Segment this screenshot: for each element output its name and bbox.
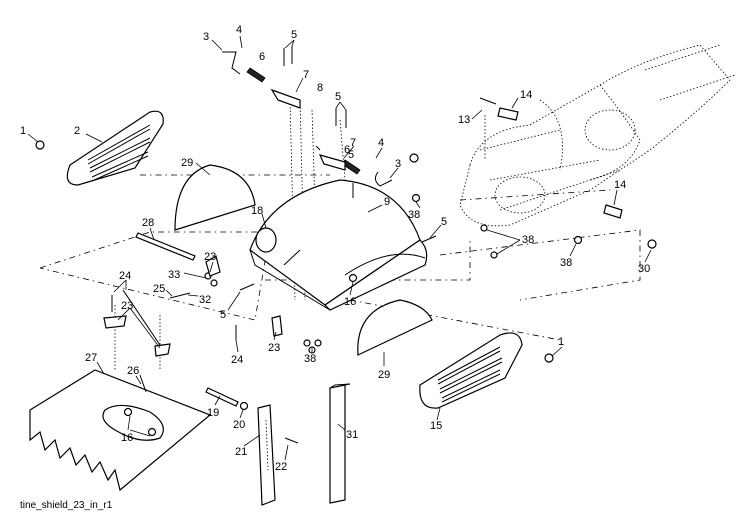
callout-14: 14 [614, 179, 626, 191]
callout-2: 2 [74, 125, 80, 137]
callout-5: 5 [335, 91, 341, 103]
callout-23: 23 [268, 342, 280, 354]
bracket-upper [270, 88, 301, 109]
callout-8: 8 [317, 82, 323, 94]
callout-22: 22 [275, 461, 287, 473]
callout-7: 7 [350, 137, 356, 149]
callout-29: 29 [181, 157, 193, 169]
callout-16: 16 [121, 432, 133, 444]
callout-24: 24 [231, 354, 243, 366]
callout-labels: 1 1 2 3 3 4 4 5 5 5 5 5 6 6 7 7 8 9 13 [20, 24, 652, 473]
callout-5: 5 [441, 216, 447, 228]
callout-31: 31 [346, 429, 358, 441]
pin [205, 387, 239, 407]
callout-1: 1 [558, 336, 564, 348]
callout-6: 6 [259, 51, 265, 63]
latch-upper [222, 51, 241, 75]
callout-23: 23 [204, 251, 216, 263]
callout-25: 25 [153, 283, 165, 295]
callout-5: 5 [220, 309, 226, 321]
callout-27: 27 [85, 352, 97, 364]
shield-plate-right [419, 332, 523, 409]
callout-4: 4 [378, 137, 384, 149]
callout-14: 14 [520, 89, 532, 101]
callout-33: 33 [168, 269, 180, 281]
rod [135, 232, 196, 261]
callout-28: 28 [142, 217, 154, 229]
callout-38: 38 [408, 209, 420, 221]
callout-32: 32 [199, 294, 211, 306]
depth-bar [257, 404, 276, 506]
bracket-14-upper [497, 107, 519, 121]
callout-38: 38 [304, 353, 316, 365]
shield-plate-left [66, 110, 164, 186]
callout-18: 18 [251, 205, 263, 217]
latch-lower [374, 171, 393, 187]
callout-38: 38 [522, 234, 534, 246]
spring-upper [246, 67, 266, 83]
callout-13: 13 [458, 114, 470, 126]
tine-shield [249, 179, 428, 311]
callout-6: 6 [344, 144, 350, 156]
transmission-housing [459, 44, 736, 227]
flap-right [357, 299, 433, 356]
bottom-flap [29, 369, 212, 492]
callout-15: 15 [430, 420, 442, 432]
callout-21: 21 [235, 446, 247, 458]
callout-19: 19 [207, 407, 219, 419]
callout-26: 26 [127, 365, 139, 377]
callout-24: 24 [119, 270, 131, 282]
bracket-14-lower [603, 204, 623, 219]
callout-7: 7 [303, 69, 309, 81]
callout-16: 16 [344, 296, 356, 308]
callout-3: 3 [203, 31, 209, 43]
callout-9: 9 [384, 196, 390, 208]
callout-30: 30 [638, 263, 650, 275]
callout-3: 3 [395, 158, 401, 170]
callout-5: 5 [291, 29, 297, 41]
callout-20: 20 [233, 419, 245, 431]
diagram-caption: tine_shield_23_in_r1 [20, 500, 113, 511]
callout-38: 38 [560, 257, 572, 269]
hardware [35, 46, 657, 444]
bracket-lower [318, 154, 346, 171]
callout-29: 29 [378, 369, 390, 381]
callout-4: 4 [236, 24, 242, 36]
flap-left [174, 164, 256, 231]
callout-5: 5 [348, 149, 354, 161]
callout-1: 1 [20, 125, 26, 137]
drag-bar [329, 383, 351, 504]
callout-23: 23 [121, 300, 133, 312]
